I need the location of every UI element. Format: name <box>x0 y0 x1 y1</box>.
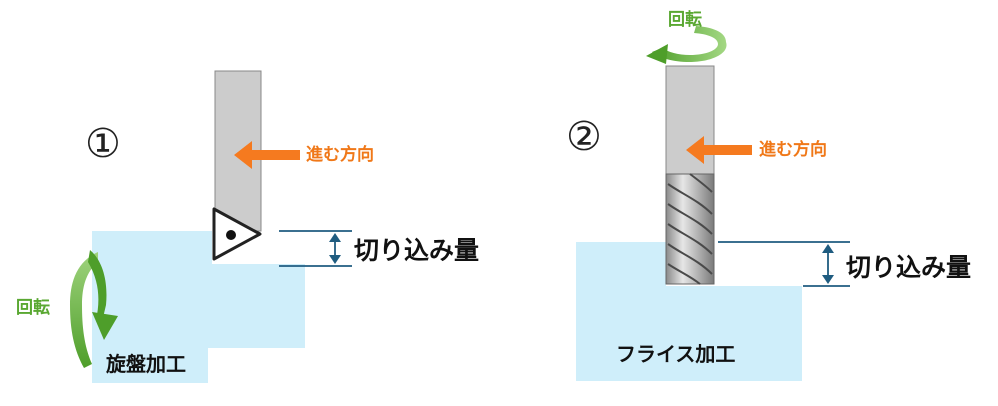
milling-tool-shank <box>665 65 715 175</box>
milling-rotation-arrowhead <box>646 44 668 64</box>
panel-milling <box>576 26 850 381</box>
milling-rotation-arrow <box>652 26 727 62</box>
panel-number-2: ② <box>566 114 602 160</box>
flute-helix-lines <box>667 173 713 285</box>
lathe-rotation-arrow <box>70 252 98 368</box>
process-label-1: 旋盤加工 <box>106 352 186 376</box>
lathe-direction-arrow <box>234 141 300 169</box>
lathe-tool-insert <box>212 207 262 261</box>
lathe-workpiece <box>92 231 305 383</box>
insert-screw <box>226 230 236 240</box>
rotation-label-2: 回転 <box>668 10 702 30</box>
lathe-rotation-arrow-back <box>88 250 107 322</box>
panel-number-1: ① <box>85 121 121 167</box>
milling-depth-dimension <box>718 241 850 287</box>
process-label-2: フライス加工 <box>616 342 736 366</box>
milling-workpiece <box>576 242 802 381</box>
lathe-rotation-arrowhead <box>92 312 118 340</box>
direction-label-2: 進む方向 <box>759 140 827 160</box>
milling-direction-arrow <box>686 136 752 164</box>
lathe-depth-dimension <box>279 230 352 267</box>
panel-lathe <box>70 70 352 383</box>
depth-label-2: 切り込み量 <box>846 253 972 282</box>
direction-label-1: 進む方向 <box>306 145 374 165</box>
rotation-label-1: 回転 <box>16 298 50 318</box>
depth-label-1: 切り込み量 <box>354 236 480 265</box>
